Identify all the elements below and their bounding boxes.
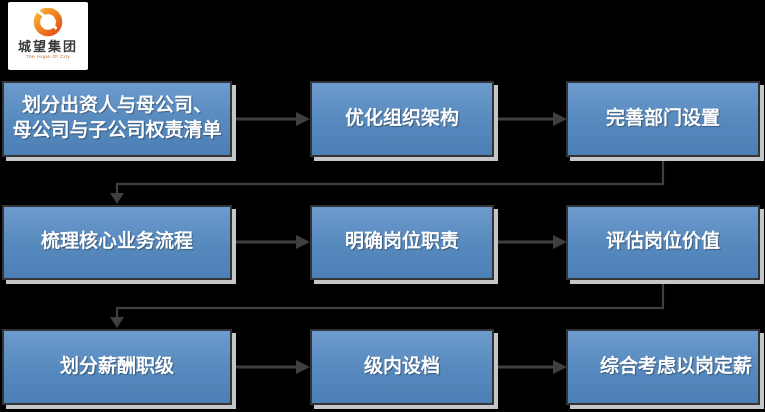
flow-step-evaluate-position-value: 评估岗位价值 xyxy=(566,205,760,280)
arrowhead-right-icon xyxy=(296,235,310,249)
flow-step-divide-salary-grades: 划分薪酬职级 xyxy=(2,329,232,405)
flow-step-clarify-job-duties: 明确岗位职责 xyxy=(310,205,494,280)
flow-step-label: 级内设档 xyxy=(363,355,440,377)
flow-step-label: 优化组织架构 xyxy=(344,107,459,129)
flow-step-label: 评估岗位价值 xyxy=(605,231,720,253)
arrowhead-right-icon xyxy=(553,112,567,126)
orange-swirl-icon xyxy=(33,7,63,37)
flow-step-optimize-org-structure: 优化组织架构 xyxy=(310,81,494,157)
flow-step-salary-by-position: 综合考虑以岗定薪 xyxy=(566,329,760,405)
arrowhead-down-icon xyxy=(110,193,124,204)
arrowhead-down-icon xyxy=(110,317,124,328)
arrowhead-right-icon xyxy=(553,360,567,374)
arrowhead-right-icon xyxy=(296,360,310,374)
arrowhead-right-icon xyxy=(296,112,310,126)
elbow-step6-step7 xyxy=(115,281,665,318)
elbow-step3-step4 xyxy=(115,158,665,194)
flow-step-sort-core-business-processes: 梳理核心业务流程 xyxy=(2,205,232,280)
flow-step-label: 完善部门设置 xyxy=(605,107,720,129)
flow-step-define-responsibility-lists: 划分出资人与母公司、 母公司与子公司权责清单 xyxy=(2,81,232,157)
flow-step-label: 明确岗位职责 xyxy=(344,231,459,253)
flow-step-set-bands-within-grade: 级内设档 xyxy=(310,329,494,405)
company-tagline: The Hope Of City xyxy=(25,55,71,61)
company-logo: 城望集团 The Hope Of City xyxy=(8,2,88,70)
arrowhead-right-icon xyxy=(553,235,567,249)
company-name: 城望集团 xyxy=(17,39,78,54)
flow-step-improve-department-setup: 完善部门设置 xyxy=(566,81,760,157)
flow-step-label: 划分出资人与母公司、 母公司与子公司权责清单 xyxy=(12,95,222,141)
flow-step-label: 综合考虑以岗定薪 xyxy=(599,355,752,377)
flow-step-label: 划分薪酬职级 xyxy=(59,355,174,377)
flow-step-label: 梳理核心业务流程 xyxy=(40,231,193,253)
